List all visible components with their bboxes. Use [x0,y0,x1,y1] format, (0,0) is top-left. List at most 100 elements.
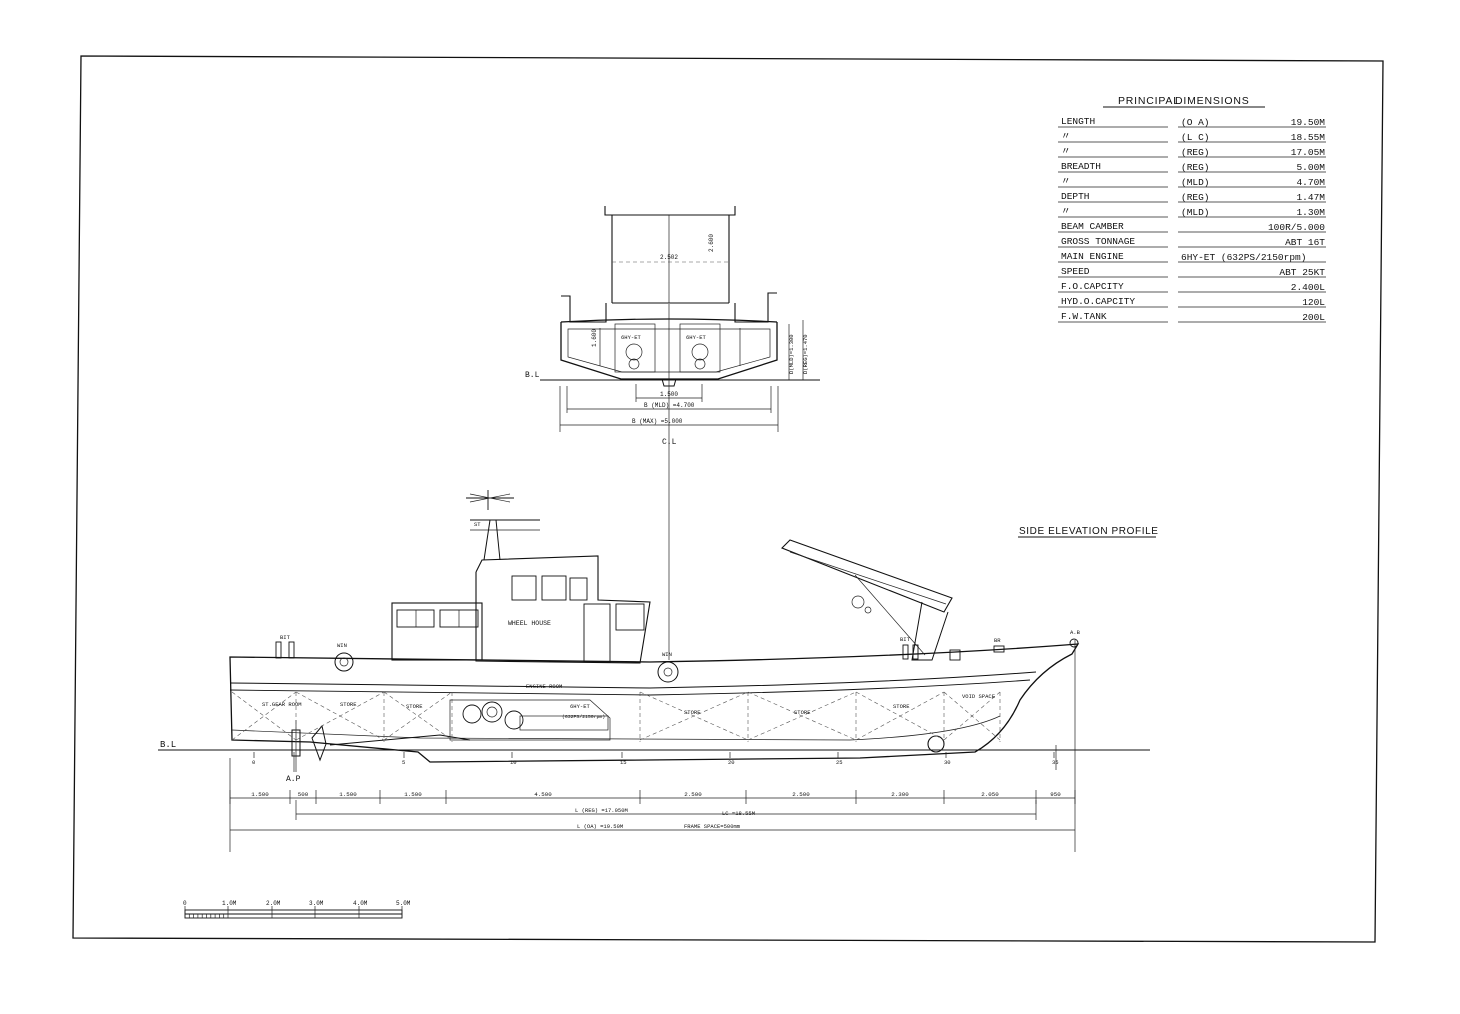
section-dim-house-height: 2.600 [708,234,715,252]
row-label: HYD.O.CAPCITY [1061,296,1135,307]
rudder [291,729,301,757]
engine-room-label: ENGINE ROOM [526,683,562,690]
dimension-value: 950 [1050,791,1061,798]
row-qualifier: (REG) [1181,147,1210,158]
row-value: 1.30M [1296,207,1325,218]
compartment-label: ST.GEAR ROOM [262,701,302,708]
row-value: 5.00M [1296,162,1325,173]
row-qualifier: (O A) [1181,117,1210,128]
scale-tick-label: 1.0M [222,900,237,907]
winch-mid [657,661,679,683]
row-label: SPEED [1061,266,1090,277]
frame-mark: 15 [620,759,627,766]
engine-spec-label: (632PS/2150rpm) [562,714,605,720]
propeller [311,724,327,762]
section-bl-label: B.L [525,371,540,380]
row-label: LENGTH [1061,116,1095,127]
engine-model-label: 6HY-ET [570,703,591,710]
deck-tag-win-aft: WIN [337,642,347,649]
row-label: F.O.CAPCITY [1061,281,1124,292]
section-dim-breadth-mld: B (MLD) =4.700 [644,402,695,409]
bow-thruster [927,735,945,753]
row-qualifier: (REG) [1181,192,1210,203]
main-engine: ENGINE ROOM 6HY-ET (632PS/2150rpm) [449,683,611,741]
row-label: MAIN ENGINE [1061,251,1124,262]
row-label: 〃 [1061,146,1071,157]
frame-mark: 10 [510,759,517,766]
table-title-left: PRINCIPAL [1118,95,1180,107]
table-title-right: DIMENSIONS [1175,95,1250,107]
row-label: GROSS TONNAGE [1061,236,1135,247]
profile-ap-label: A.P [286,775,301,784]
row-label: BEAM CAMBER [1061,221,1124,232]
row-value: 200L [1302,312,1325,323]
compartment-label: STORE [340,701,357,708]
row-value: 18.55M [1291,132,1326,143]
deck-tag-bit-fwd: BIT [900,636,911,643]
frame-space-label: FRAME SPACE=500mm [684,823,741,830]
row-qualifier: (L C) [1181,132,1210,143]
section-dim-depth-reg: D(REG)=1.470 [802,334,809,374]
table-row: HYD.O.CAPCITY 120L [1058,296,1326,308]
table-row: 〃 (L C) 18.55M [1058,131,1326,143]
table-row: LENGTH (O A) 19.50M [1058,116,1326,128]
frame-mark: 30 [944,759,951,766]
section-engine-tag-right: 6HY-ET [686,334,707,341]
profile-heading: SIDE ELEVATION PROFILE [1019,526,1159,537]
hull-outline [229,643,1080,763]
crane [781,539,953,661]
bulkheads [231,691,1001,742]
row-value: 120L [1302,297,1325,308]
dimension-value: 1.500 [339,791,357,798]
side-elevation-profile: SIDE ELEVATION PROFILE B.L [158,490,1159,852]
table-row: GROSS TONNAGE ABT 16T [1058,236,1326,248]
table-row: 〃(MLD)1.30M [1058,206,1326,218]
table-row: BREADTH (REG) 5.00M [1058,161,1326,173]
row-label: DEPTH [1061,191,1090,202]
deck-fittings: BIT WIN WIN BIT BR A.B [275,629,1081,683]
row-qualifier: (REG) [1181,162,1210,173]
table-row: DEPTH (REG) 1.47M [1058,191,1326,203]
dimension-value: 2.300 [891,791,909,798]
section-cl-label: C.L [662,438,677,447]
dimension-value: 2.500 [792,791,810,798]
compartment-label: STORE [684,709,701,716]
deck-tag-br: BR [994,637,1001,644]
frame-mark: 20 [728,759,735,766]
row-qualifier: 6HY-ET (632PS/2150rpm) [1181,252,1306,263]
row-qualifier: (MLD) [1181,207,1210,218]
row-label: F.W.TANK [1061,311,1107,322]
principal-dimensions-table: PRINCIPAL DIMENSIONS LENGTH (O A) 19.50M 〃 (… [1058,95,1326,323]
row-value: ABT 16T [1285,237,1325,248]
table-row: 〃(MLD)4.70M [1058,176,1326,188]
row-value: 1.47M [1296,192,1325,203]
row-qualifier: (MLD) [1181,177,1210,188]
row-label: 〃 [1061,131,1071,142]
drawing-border [72,55,1384,943]
dimension-value: 500 [298,791,309,798]
row-label: BREADTH [1061,161,1101,172]
row-value: ABT 25KT [1279,267,1325,278]
compartment-label: VOID SPACE [962,693,996,700]
table-row: F.W.TANK 200L [1058,311,1326,323]
dimension-value: 1.500 [251,791,269,798]
table-rows: LENGTH (O A) 19.50M 〃 (L C) 18.55M 〃 (REG) 17.05… [1058,116,1326,323]
frame-mark: 25 [836,759,843,766]
table-row: MAIN ENGINE 6HY-ET (632PS/2150rpm) [1058,251,1326,263]
row-value: 19.50M [1291,117,1326,128]
dim-length-oa: L (OA) =19.50M [577,823,623,830]
section-engine-left: 6HY-ET [614,323,656,373]
scale-tick-label: 3.0M [309,900,324,907]
row-label: 〃 [1061,176,1071,187]
frame-mark: 5 [402,759,405,766]
scale-tick-label: 4.0M [353,900,368,907]
table-row: 〃 (REG) 17.05M [1058,146,1326,158]
dim-length-reg: L (REG) =17.050M [575,807,628,814]
scale-tick-label: 5.0M [396,900,411,907]
row-value: 17.05M [1291,147,1326,158]
deck-tag-ab: A.B [1070,629,1081,636]
wheel-house-label: WHEEL HOUSE [508,620,551,627]
